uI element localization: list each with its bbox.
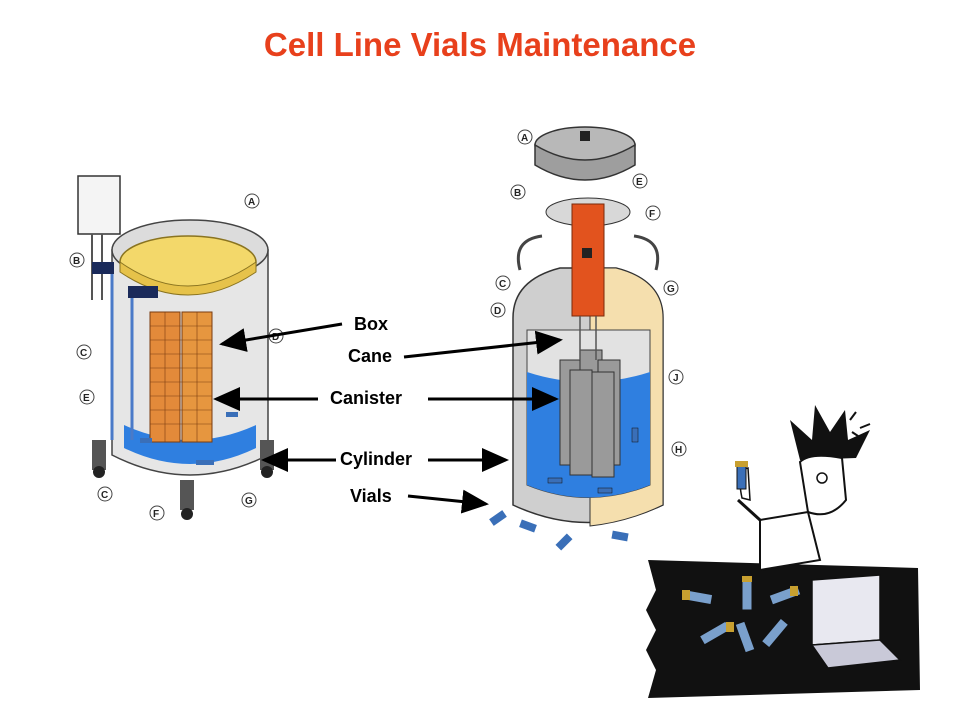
arrow-box [219,322,343,352]
label-box: Box [354,314,389,334]
right-part-e: E [636,177,643,188]
left-part-e: E [83,393,90,404]
slide-title: Cell Line Vials Maintenance [263,26,697,63]
left-part-d: D [272,332,279,343]
right-part-j: J [673,373,679,384]
left-part-f: F [153,509,159,520]
right-part-c: C [499,279,506,290]
left-part-c-upper: C [80,348,87,359]
right-part-b: B [514,188,521,199]
label-vials: Vials [350,486,392,506]
right-part-d: D [494,306,501,317]
right-part-f: F [649,209,655,220]
left-part-b: B [73,256,80,267]
scientist-cartoon-icon [646,405,920,698]
label-canister: Canister [330,388,403,408]
label-cylinder: Cylinder [340,449,413,469]
left-part-c-lower: C [101,490,108,501]
arrow-cane [403,330,563,359]
right-dewar-icon: A E B F C D G J H [489,126,687,551]
left-dewar-icon: A B C D E C F G [69,175,284,521]
right-part-h: H [675,445,682,456]
callout-arrows [213,322,563,514]
arrow-vials [407,489,489,514]
left-part-g: G [245,496,253,507]
right-part-a: A [521,133,528,144]
left-part-a: A [248,197,255,208]
right-part-g: G [667,284,675,295]
label-cane: Cane [348,346,393,366]
